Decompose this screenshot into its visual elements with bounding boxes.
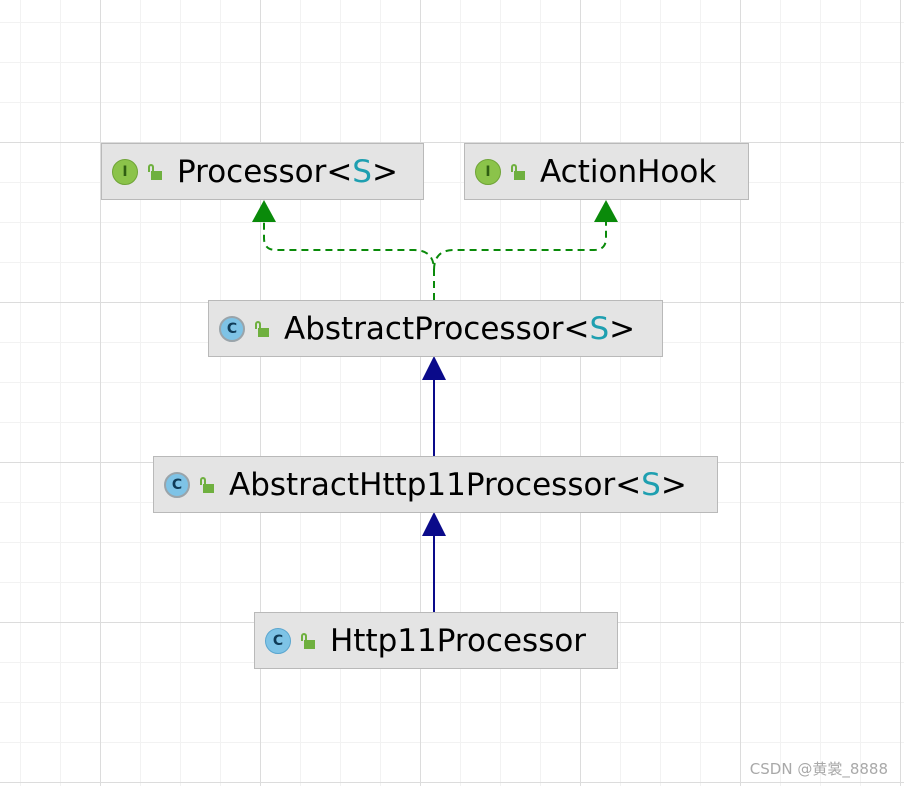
- node-http11processor[interactable]: C Http11Processor: [254, 612, 618, 669]
- type-param: S: [352, 153, 372, 190]
- node-processor[interactable]: I Processor<S>: [101, 143, 424, 200]
- node-actionhook[interactable]: I ActionHook: [464, 143, 749, 200]
- lock-icon: [511, 163, 525, 180]
- node-label: ActionHook: [540, 153, 717, 190]
- lock-icon: [200, 476, 214, 493]
- interface-icon: I: [112, 158, 138, 185]
- node-label: AbstractHttp11Processor<S>: [229, 466, 687, 503]
- edge-abstracthttp11processor-abstractprocessor: [422, 356, 446, 456]
- node-abstracthttp11processor[interactable]: C AbstractHttp11Processor<S>: [153, 456, 718, 513]
- abstract-class-icon: C: [219, 315, 245, 342]
- node-abstractprocessor[interactable]: C AbstractProcessor<S>: [208, 300, 663, 357]
- edge-abstractprocessor-actionhook: [433, 200, 618, 271]
- edge-abstractprocessor-processor: [252, 200, 435, 300]
- node-label: AbstractProcessor<S>: [284, 310, 636, 347]
- watermark: CSDN @黄裳_8888: [749, 760, 888, 778]
- type-param: S: [589, 310, 610, 347]
- type-param: S: [641, 466, 661, 503]
- lock-icon: [301, 632, 315, 649]
- lock-icon: [255, 320, 269, 337]
- lock-icon: [148, 163, 162, 180]
- node-label: Processor<S>: [177, 153, 398, 190]
- class-icon: C: [265, 627, 291, 654]
- node-label: Http11Processor: [330, 622, 587, 659]
- edge-http11processor-abstracthttp11processor: [422, 512, 446, 612]
- interface-icon: I: [475, 158, 501, 185]
- abstract-class-icon: C: [164, 471, 190, 498]
